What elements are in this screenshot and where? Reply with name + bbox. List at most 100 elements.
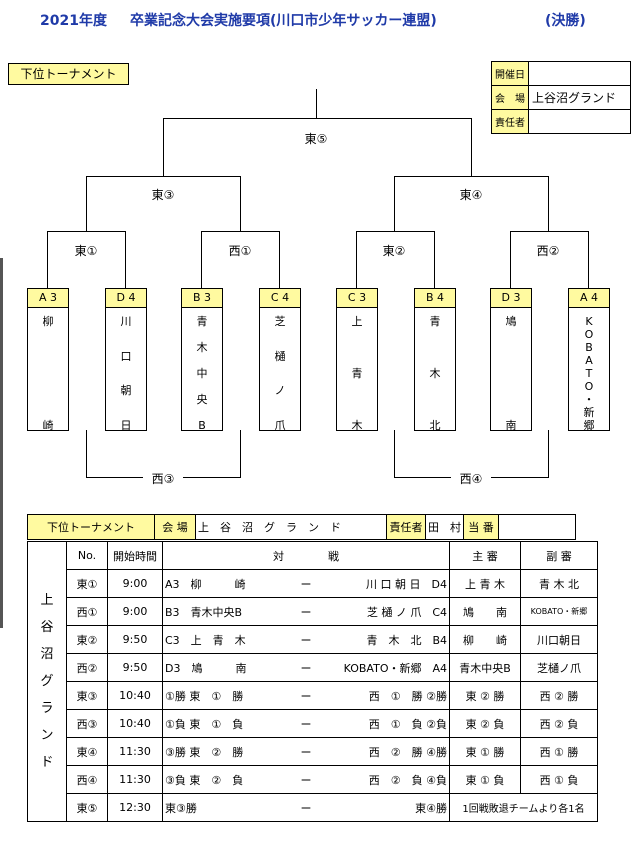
team-name-char: 樋 (274, 349, 286, 363)
match-right: 青 木 北 B4 (315, 625, 450, 654)
match-right: 西 ① 勝 ②勝 (315, 681, 450, 710)
match-assistant: 西 ① 負 (520, 765, 598, 794)
team-name-char: 新 (583, 406, 595, 419)
match-referee: 東 ① 勝 (449, 737, 521, 766)
col-time: 開始時間 (107, 541, 163, 570)
team-name-char: 川 (120, 315, 132, 328)
match-left: A3 柳 崎 (162, 569, 297, 598)
label-q3: 東② (374, 242, 414, 259)
match-time: 9:00 (107, 569, 163, 598)
match-left: ③勝 東 ② 勝 (162, 737, 297, 766)
match-right: 川 口 朝 日 D4 (315, 569, 450, 598)
team-name-char: ・ (583, 393, 595, 406)
schedule-table: 下位トーナメント 会 場 上 谷 沼 グ ラ ン ド 責任者 田 村 当 番 (27, 514, 576, 540)
match-assistant: KOBATO・新郷 (520, 597, 598, 626)
label-final: 東⑤ (296, 130, 336, 147)
match-right: 西 ② 負 ④負 (315, 765, 450, 794)
match-assistant: 西 ① 勝 (520, 737, 598, 766)
team-name-char: B (585, 341, 593, 354)
team-name-char: 爪 (274, 419, 286, 432)
team-name-char: 朝 (120, 384, 132, 398)
venue-side-char: 谷 (40, 620, 54, 635)
team-name-char: T (585, 367, 593, 380)
match-right: 芝 樋 ノ 爪 C4 (315, 597, 450, 626)
venue-side-char: ン (40, 728, 54, 743)
team-name-char: B (198, 419, 206, 432)
label-q2: 西① (220, 242, 260, 259)
venue-value: 上谷沼グランド (528, 85, 631, 110)
label-q1: 東① (66, 242, 106, 259)
title-event: 卒業記念大会実施要項(川口市少年サッカー連盟) (130, 13, 437, 29)
sched-manager: 田 村 (425, 514, 464, 540)
match-time: 12:30 (107, 793, 163, 822)
title-stage: (決勝) (545, 13, 586, 29)
match-referee: 東 ② 負 (449, 709, 521, 738)
team-name-char: 青 (351, 367, 363, 380)
venue-side-char: グ (40, 674, 54, 689)
team-name-char: 央 (196, 393, 208, 406)
match-assistant: 川口朝日 (520, 625, 598, 654)
match-assistant: 西 ② 負 (520, 709, 598, 738)
sched-venue-label: 会 場 (154, 514, 196, 540)
match-no: 東⑤ (66, 793, 108, 822)
match-right: 西 ② 勝 ④勝 (315, 737, 450, 766)
sched-duty-label: 当 番 (463, 514, 499, 540)
match-dash: ー (297, 793, 315, 822)
match-right: 西 ① 負 ②負 (315, 709, 450, 738)
team-name-char: 木 (429, 367, 441, 380)
match-left: ①負 東 ① 負 (162, 709, 297, 738)
col-assist: 副 審 (520, 541, 598, 570)
match-referee: 柳 崎 (449, 625, 521, 654)
team-name-char: ノ (274, 384, 286, 398)
title-year: 2021年度 (40, 13, 107, 29)
venue-side-char: 沼 (40, 647, 54, 662)
team-name-char: K (585, 315, 593, 328)
team-name-char: 青 (196, 315, 208, 328)
match-left: ①勝 東 ① 勝 (162, 681, 297, 710)
col-match: 対 戦 (162, 541, 450, 570)
match-referee: 青木中央B (449, 653, 521, 682)
team-name-char: 上 (351, 315, 363, 328)
team-name-char: 中 (196, 367, 208, 380)
match-no: 東③ (66, 681, 108, 710)
match-time: 11:30 (107, 737, 163, 766)
match-referee: 鳩 南 (449, 597, 521, 626)
venue-side-char: 上 (40, 593, 54, 608)
match-assistant: 芝樋ノ爪 (520, 653, 598, 682)
match-referee: 東 ② 勝 (449, 681, 521, 710)
match-note: 1回戦敗退チームより各1名 (449, 793, 598, 822)
label-semi-left: 東③ (143, 186, 183, 203)
team-name-char: 北 (429, 419, 441, 432)
match-no: 東② (66, 625, 108, 654)
match-dash: ー (297, 681, 315, 710)
team-name-char: 芝 (274, 315, 286, 328)
document-title: 2021年度 卒業記念大会実施要項(川口市少年サッカー連盟) (決勝) (0, 10, 637, 29)
team-name-char: 木 (351, 419, 363, 432)
team-name-char: O (584, 380, 594, 393)
team-name-char: 南 (505, 419, 517, 432)
team-code: B 3 (182, 289, 222, 308)
match-right: KOBATO・新郷 A4 (315, 653, 450, 682)
date-value (528, 61, 631, 86)
info-table: 開催日 会 場 上谷沼グランド 責任者 (491, 61, 631, 134)
match-dash: ー (297, 653, 315, 682)
match-no: 西③ (66, 709, 108, 738)
team-name-char: 柳 (42, 315, 54, 328)
match-time: 9:50 (107, 653, 163, 682)
match-dash: ー (297, 765, 315, 794)
team-code: A 4 (569, 289, 609, 308)
team-code: C 4 (260, 289, 300, 308)
match-no: 東① (66, 569, 108, 598)
sched-tag: 下位トーナメント (27, 514, 155, 540)
venue-side-char: ド (40, 755, 54, 770)
